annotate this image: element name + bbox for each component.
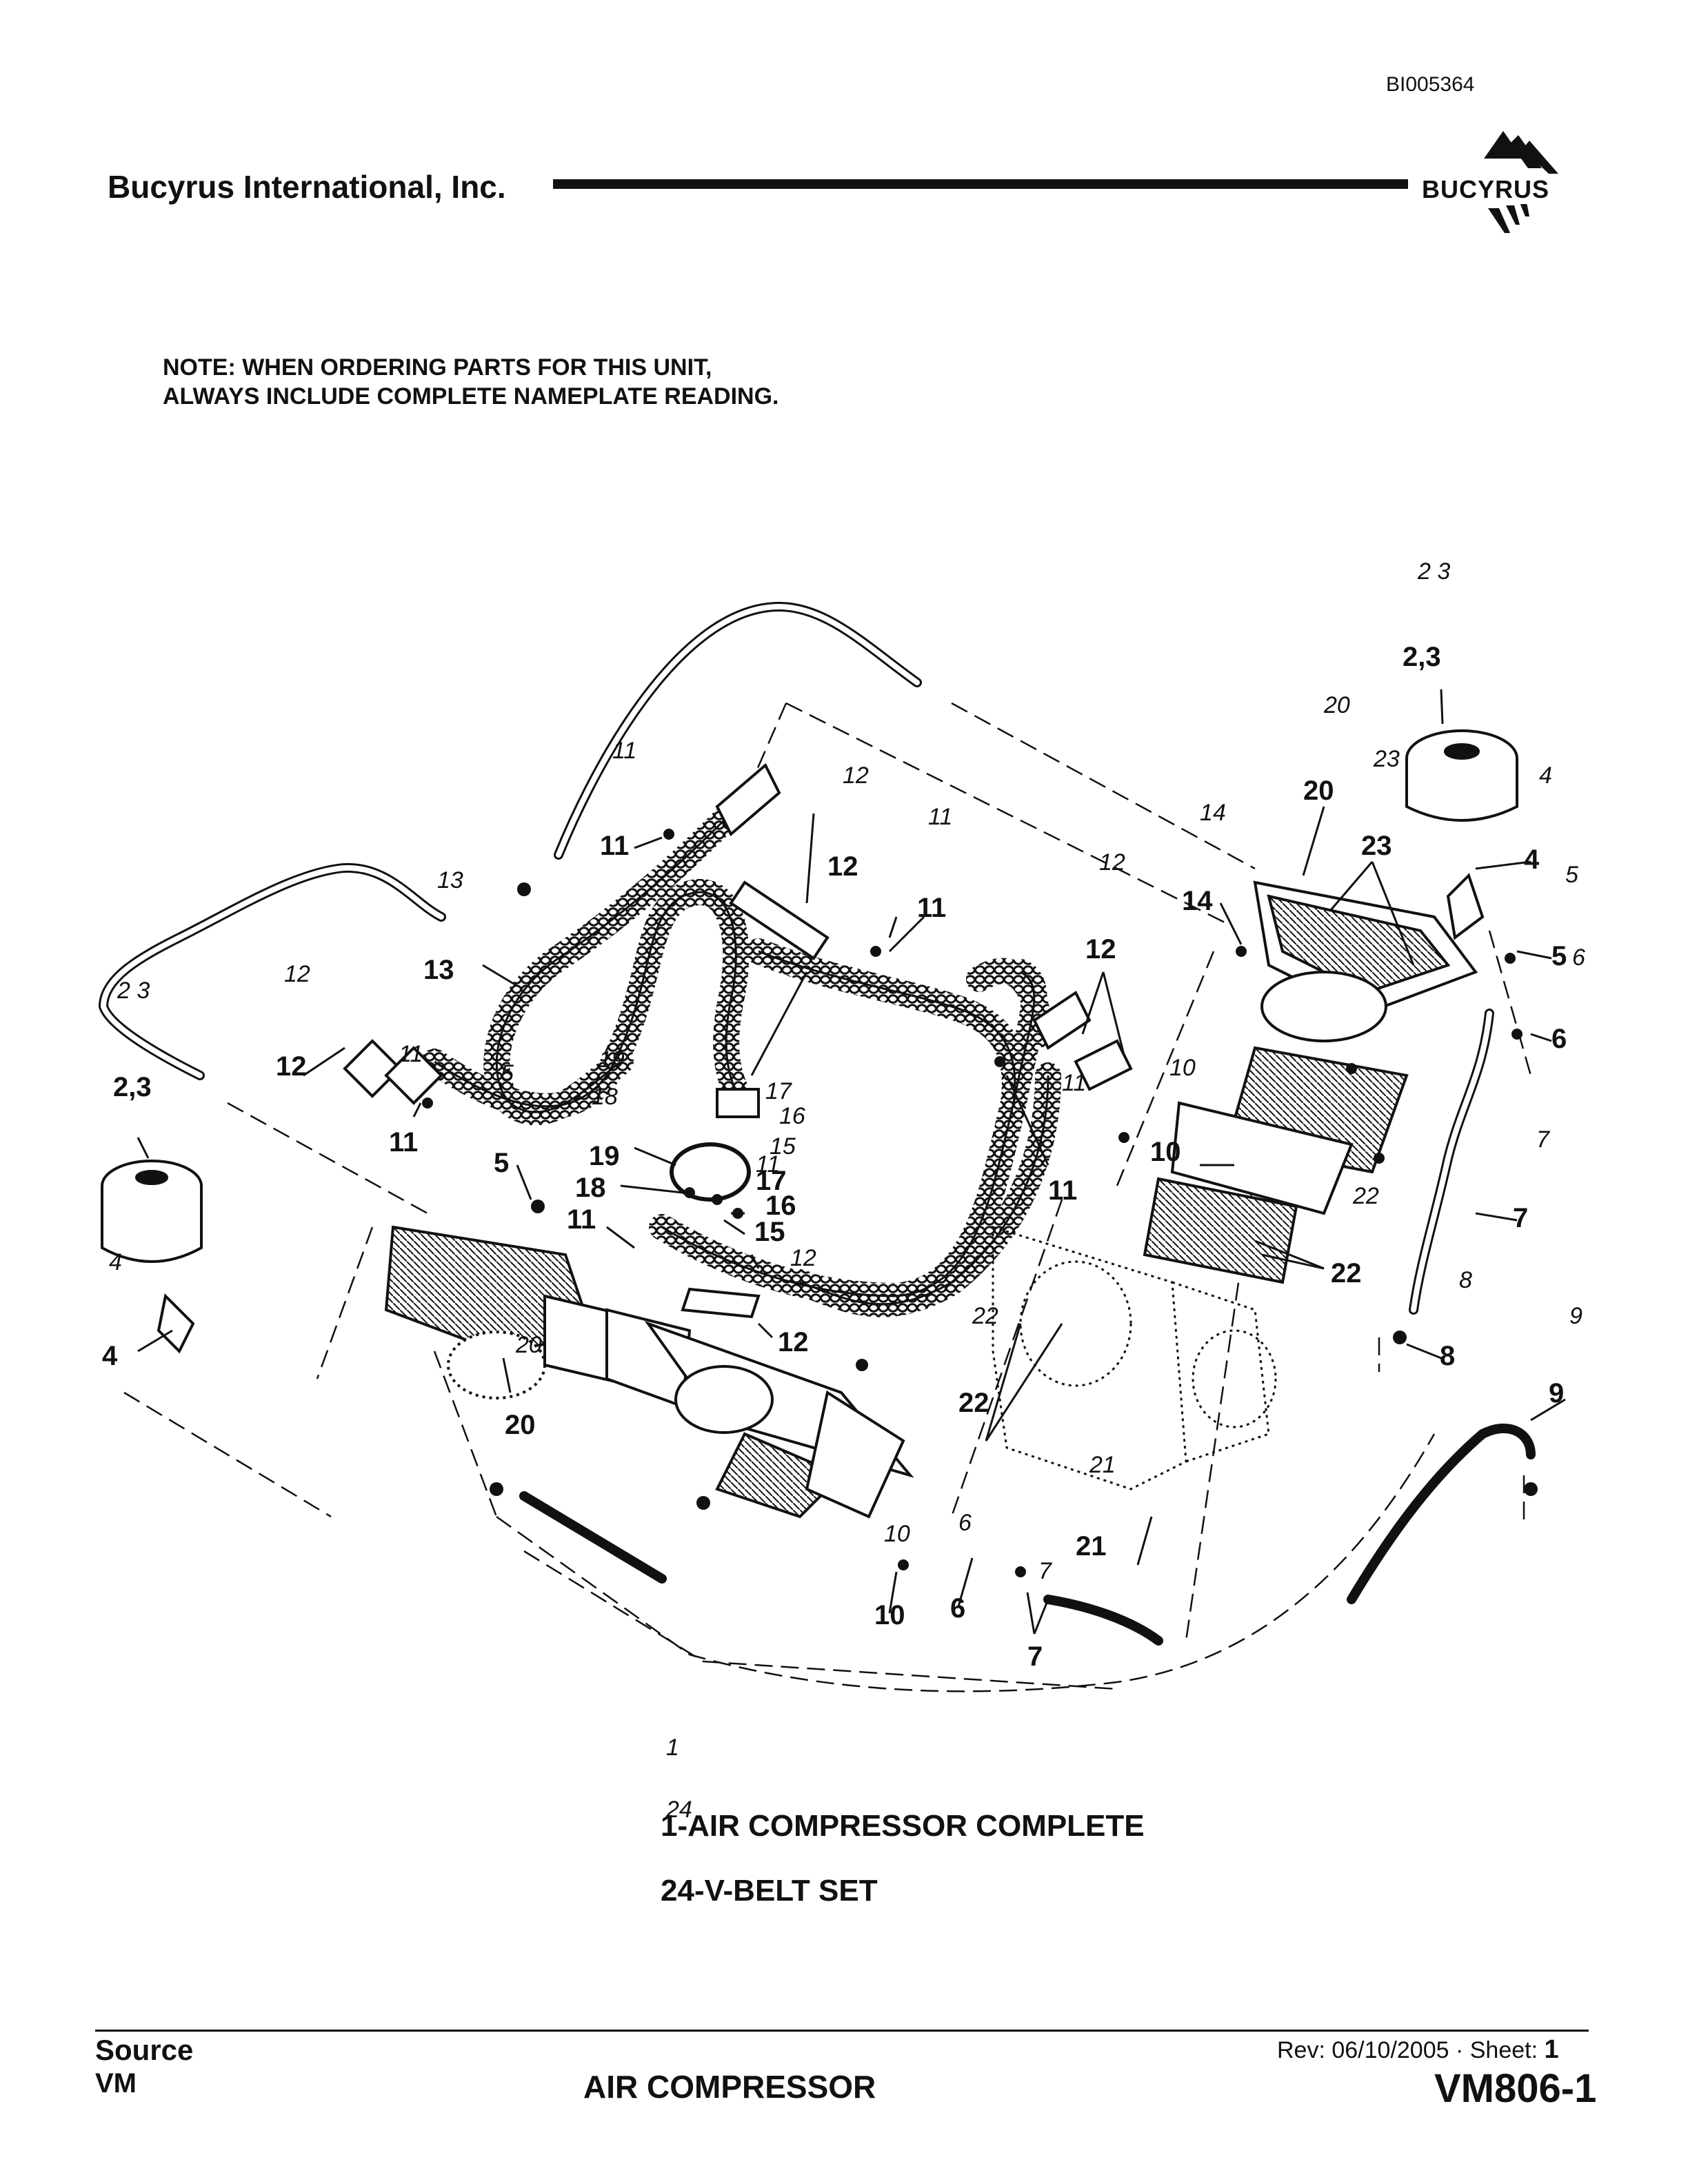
callout-12-b: 12 <box>1085 934 1116 964</box>
callout-7: 7 <box>1513 1203 1528 1233</box>
callout-23: 23 <box>1361 831 1392 861</box>
callout-it-21: 21 <box>1089 1452 1116 1478</box>
callout-13: 13 <box>423 955 454 985</box>
callout-12-d: 12 <box>778 1327 809 1357</box>
callout-17: 17 <box>756 1166 787 1196</box>
callout-it-4: 4 <box>1539 762 1552 789</box>
callout-it-22-a: 22 <box>1352 1183 1379 1209</box>
callout-4: 4 <box>1524 845 1540 875</box>
callout-it-1: 1 <box>666 1735 679 1761</box>
document-id: BI005364 <box>1386 73 1475 96</box>
callout-it-23: 23 <box>1373 746 1400 772</box>
document-number: VM806-1 <box>1434 2066 1597 2111</box>
callout-15: 15 <box>754 1217 785 1247</box>
source-value: VM <box>95 2068 137 2099</box>
callout-it-18: 18 <box>592 1084 618 1110</box>
callout-it-5: 5 <box>1565 862 1578 888</box>
note-line-1: NOTE: WHEN ORDERING PARTS FOR THIS UNIT, <box>163 354 712 381</box>
callout-it-4-left: 4 <box>109 1249 122 1275</box>
callout-21: 21 <box>1076 1531 1107 1561</box>
header-rule <box>553 179 1408 189</box>
callout-19: 19 <box>589 1141 620 1171</box>
callout-8: 8 <box>1440 1341 1455 1371</box>
callout-20: 20 <box>1303 776 1334 806</box>
callout-22-b: 22 <box>958 1388 989 1418</box>
callout-it-20-b: 20 <box>515 1332 542 1358</box>
callout-it-11-d: 11 <box>1062 1070 1086 1096</box>
callout-it-12-d: 12 <box>790 1245 816 1271</box>
callout-it-12-a: 12 <box>843 762 869 789</box>
callout-it-11-c: 11 <box>399 1041 423 1067</box>
ordering-note: NOTE: WHEN ORDERING PARTS FOR THIS UNIT,… <box>163 353 779 411</box>
caption-air-compressor: 1-AIR COMPRESSOR COMPLETE <box>661 1809 1145 1843</box>
callout-it-6-right: 6 <box>1572 944 1585 971</box>
callout-it-8: 8 <box>1459 1267 1472 1293</box>
footer-title: AIR COMPRESSOR <box>583 2069 876 2105</box>
callout-6: 6 <box>1551 1024 1567 1054</box>
sheet-number: 1 <box>1544 2035 1559 2064</box>
callout-11-b: 11 <box>917 893 946 923</box>
callout-it-7-b: 7 <box>1038 1558 1052 1584</box>
bucyrus-logo <box>1484 131 1558 233</box>
callout-it-20: 20 <box>1323 692 1350 718</box>
note-line-2: ALWAYS INCLUDE COMPLETE NAMEPLATE READIN… <box>163 383 779 410</box>
revision-info: Rev: 06/10/2005 · Sheet: 1 <box>1277 2035 1559 2065</box>
callout-it-2-3-top: 2 3 <box>1417 558 1450 585</box>
callout-12-a: 12 <box>827 851 858 882</box>
callout-11-a: 11 <box>600 831 629 861</box>
callout-12-c: 12 <box>276 1051 307 1082</box>
callout-20-left: 20 <box>505 1410 536 1440</box>
callout-it-13: 13 <box>437 867 463 893</box>
callout-5: 5 <box>1551 941 1567 971</box>
callout-16: 16 <box>765 1191 796 1221</box>
caption-v-belt-set: 24-V-BELT SET <box>661 1874 878 1908</box>
callout-10-bottom: 10 <box>874 1600 905 1630</box>
callout-it-10: 10 <box>1169 1055 1196 1081</box>
callout-it-10-b: 10 <box>884 1521 910 1547</box>
callout-11-d: 11 <box>1048 1175 1077 1206</box>
callout-it-12-b: 12 <box>1099 849 1125 876</box>
callout-it-19: 19 <box>599 1046 625 1073</box>
brand-wordmark: BUCYRUS <box>1420 175 1551 204</box>
callout-5-left: 5 <box>494 1148 509 1178</box>
callout-it-15: 15 <box>770 1133 796 1160</box>
callout-it-14: 14 <box>1200 800 1226 826</box>
callout-it-11-a: 11 <box>928 804 952 830</box>
callout-it-7: 7 <box>1536 1126 1550 1153</box>
callout-18: 18 <box>575 1173 606 1203</box>
callout-it-9: 9 <box>1569 1303 1582 1329</box>
company-name: Bucyrus International, Inc. <box>108 169 506 205</box>
callout-2-3: 2,3 <box>1403 642 1441 672</box>
revision-text: Rev: 06/10/2005 · Sheet: <box>1277 2037 1538 2063</box>
source-label: Source <box>95 2034 194 2066</box>
callout-it-2-3-left: 2 3 <box>117 978 150 1004</box>
callout-11-c: 11 <box>389 1127 418 1157</box>
callout-it-17: 17 <box>765 1078 792 1104</box>
callout-10: 10 <box>1150 1137 1181 1167</box>
callout-it-11-b: 11 <box>612 738 636 764</box>
callout-14: 14 <box>1182 886 1213 916</box>
callout-it-16: 16 <box>779 1103 805 1129</box>
callout-6-bottom: 6 <box>950 1593 965 1624</box>
footer-rule <box>95 2030 1589 2032</box>
callout-it-11-e: 11 <box>756 1151 780 1177</box>
callout-it-5-b: 5 <box>501 1060 514 1086</box>
callout-9: 9 <box>1549 1378 1564 1408</box>
callout-it-24: 24 <box>665 1797 692 1823</box>
callout-7-bottom: 7 <box>1027 1641 1043 1672</box>
callout-11-e: 11 <box>567 1204 596 1235</box>
callout-it-6-b: 6 <box>958 1510 972 1536</box>
callout-it-12-left: 12 <box>284 961 310 987</box>
callout-2-3-left: 2,3 <box>113 1072 152 1102</box>
callout-it-22-b: 22 <box>972 1303 998 1329</box>
callout-4-left: 4 <box>102 1341 118 1371</box>
callout-22-a: 22 <box>1331 1258 1362 1288</box>
